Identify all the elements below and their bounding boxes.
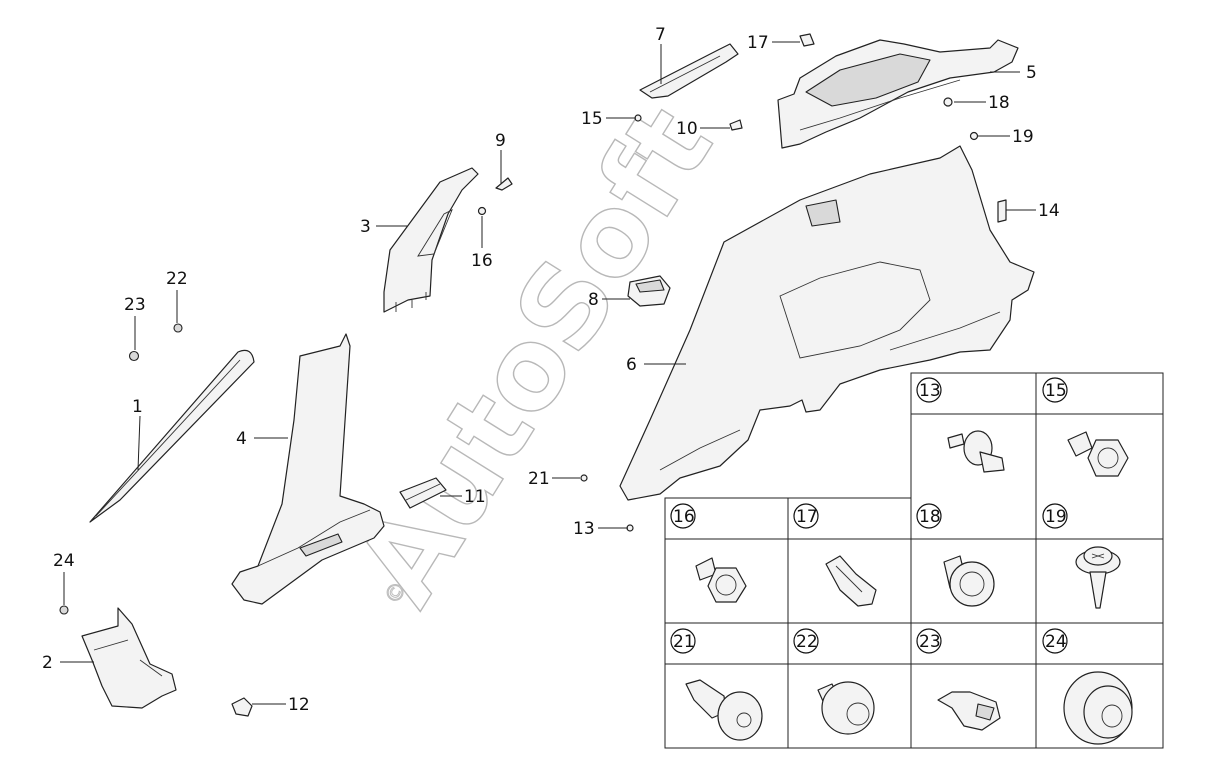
table-cell-13: 13 [916,377,1005,473]
fastener-16-icon [695,557,747,603]
table-cell-16-label: 16 [673,507,695,527]
part-1-trim-strip[interactable] [89,349,255,523]
part-7-rail[interactable] [639,43,739,99]
table-cell-19-label: 19 [1045,507,1067,527]
part-2-lower-cover[interactable] [81,607,177,709]
callout-7: 7 [655,25,666,45]
fastener-22-icon [817,681,875,735]
part-3-pillar-trim[interactable] [383,167,479,313]
table-cell-17: 17 [793,503,877,607]
callout-10: 10 [676,119,698,139]
part-12-bracket[interactable] [231,697,253,717]
callout-23: 23 [124,295,146,315]
fastener-19-icon [1075,546,1121,609]
callout-6: 6 [626,355,637,375]
part-23-nut[interactable] [128,350,140,362]
callout-2: 2 [42,653,53,673]
table-cell-13-label: 13 [919,381,941,401]
fastener-13-icon [947,430,1005,473]
table-cell-22: 22 [793,628,875,735]
fastener-23-icon [937,691,1001,731]
callout-12: 12 [288,695,310,715]
watermark: AutoSoft © [332,85,739,627]
table-cell-18: 18 [916,503,995,607]
table-cell-24-label: 24 [1045,632,1067,652]
table-cell-23-label: 23 [919,632,941,652]
callout-5: 5 [1026,63,1037,83]
leader-lines [60,41,1036,705]
callout-numbers: 1 2 3 4 5 6 7 8 9 10 11 12 13 14 15 16 1… [42,25,1060,715]
part-24-nut[interactable] [59,605,69,615]
part-16-screw[interactable] [477,206,487,216]
part-19-screw[interactable] [969,131,979,141]
fastener-15-icon [1067,431,1129,477]
callout-13: 13 [573,519,595,539]
table-cell-21-label: 21 [673,632,695,652]
part-8-vent[interactable] [627,275,671,307]
part-22-nut[interactable] [173,323,183,333]
callout-4: 4 [236,429,247,449]
table-cell-15-label: 15 [1045,381,1067,401]
table-cell-21: 21 [670,628,763,741]
table-cell-19: 19 [1042,503,1121,609]
part-21-pin[interactable] [580,474,588,482]
part-18-clip[interactable] [943,97,953,107]
callout-8: 8 [588,290,599,310]
part-11-tube[interactable] [399,477,447,509]
table-cell-16: 16 [670,503,747,603]
table-cell-17-label: 17 [796,507,818,527]
table-cell-18-label: 18 [919,507,941,527]
fastener-17-icon [825,555,877,607]
callout-9: 9 [495,131,506,151]
part-4-b-pillar-trim[interactable] [231,333,385,605]
part-17-clip[interactable] [799,33,815,47]
callout-24: 24 [53,551,75,571]
part-10-clip[interactable] [729,119,743,131]
table-cell-15: 15 [1042,377,1129,477]
table-cell-24: 24 [1042,628,1133,745]
callout-22: 22 [166,269,188,289]
callout-15: 15 [581,109,603,129]
part-6-quarter-panel[interactable] [619,145,1035,501]
watermark-text: AutoSoft [333,85,738,626]
table-cell-22-label: 22 [796,632,818,652]
callout-17: 17 [747,33,769,53]
callout-14: 14 [1038,201,1060,221]
part-5-upper-quarter-trim[interactable] [777,39,1019,149]
fastener-18-icon [943,555,995,607]
part-14-clip[interactable] [997,199,1007,223]
fastener-table: 13 15 16 [664,372,1164,749]
callout-1: 1 [132,397,143,417]
callout-18: 18 [988,93,1010,113]
table-cell-23: 23 [916,628,1001,731]
part-9-clip[interactable] [495,177,513,191]
callout-19: 19 [1012,127,1034,147]
callout-3: 3 [360,217,371,237]
callout-21: 21 [528,469,550,489]
callout-16: 16 [471,251,493,271]
fastener-24-icon [1063,671,1133,745]
callout-11: 11 [464,487,486,507]
fastener-21-icon [685,679,763,741]
